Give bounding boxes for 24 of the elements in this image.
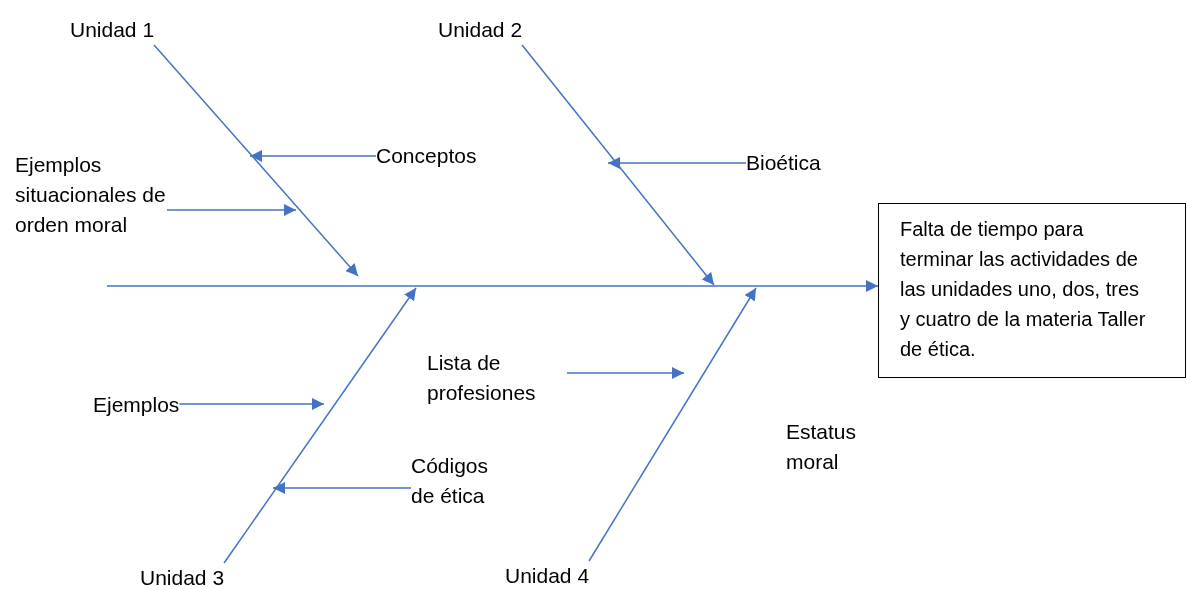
arrow [607,157,747,169]
cause-label: Conceptos [376,143,477,169]
arrow [166,204,297,216]
cause-label: Ejemplos [93,392,180,418]
arrow [249,150,377,162]
note-text: Estatus moral [786,419,858,475]
arrow [272,482,412,494]
arrow [106,280,879,292]
effect-text: Falta de tiempo para terminar las actividades de las unidades uno, dos, tres y cuatro de la materia Taller de ética. [900,217,1147,362]
cause-label: Unidad 3 [140,565,225,590]
cause-label: Bioética [746,150,821,176]
cause-label: Códigos de ética [411,453,490,509]
cause-label: Unidad 1 [70,17,155,43]
arrow [223,287,417,564]
cause-label: Ejemplos situacionales de orden moral [15,152,167,238]
arrow [566,367,685,379]
arrow [521,44,715,286]
cause-label: Unidad 2 [438,17,523,43]
cause-label: Lista de profesiones [427,350,537,406]
arrow [178,398,325,410]
arrow [153,44,359,277]
cause-label: Unidad 4 [505,563,590,589]
effect-box [878,203,1186,378]
arrow [588,287,757,562]
